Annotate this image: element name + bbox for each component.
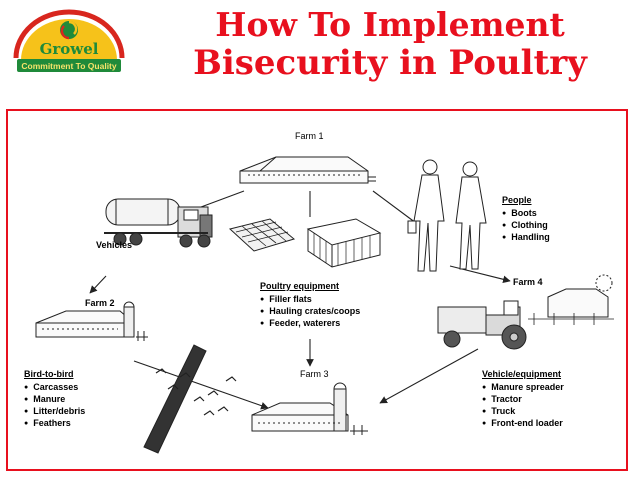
- people-illustration: [407, 159, 487, 272]
- farm2-barn-illustration: [35, 301, 148, 341]
- arrow-vehicles-farm2: [89, 275, 107, 294]
- bird-to-bird-heading: Bird-to-bird: [24, 369, 74, 379]
- logo-brand-text: Growel: [40, 40, 99, 58]
- farm2-label: Farm 2: [85, 298, 115, 308]
- people-item: Boots: [502, 208, 550, 220]
- vehicle-equipment-item: Tractor: [482, 394, 564, 406]
- farm1-label: Farm 1: [295, 131, 324, 141]
- bird-to-bird-item: Feathers: [24, 418, 85, 430]
- title-line-2: Bisecurity in Poultry: [193, 43, 587, 83]
- bird-to-bird-item: Litter/debris: [24, 406, 85, 418]
- logo-tagline-text: Commitment To Quality: [21, 61, 117, 71]
- growel-logo: Growel Commitment To Quality: [8, 6, 130, 76]
- arrow-farm2-farm3: [133, 360, 269, 410]
- bird-to-bird-item: Carcasses: [24, 382, 85, 394]
- tanker-truck-illustration: [104, 198, 213, 248]
- poultry-equipment-item: Feeder, waterers: [260, 318, 360, 330]
- people-item: Handling: [502, 232, 550, 244]
- people-list: Boots Clothing Handling: [502, 208, 550, 244]
- bird-to-bird-item: Manure: [24, 394, 85, 406]
- poultry-equipment-item: Filler flats: [260, 294, 360, 306]
- arrow-farm4-farm3: [379, 348, 479, 404]
- arrow-farm1-people: [372, 190, 417, 224]
- poultry-equipment-item: Hauling crates/coops: [260, 306, 360, 318]
- farm4-tractor-illustration: [437, 274, 614, 350]
- poultry-equipment-heading: Poultry equipment: [260, 281, 340, 291]
- vehicles-label: Vehicles: [96, 240, 133, 250]
- farm3-barn-illustration: [251, 382, 368, 435]
- farm3-label: Farm 3: [300, 369, 329, 379]
- vehicle-equipment-item: Truck: [482, 406, 564, 418]
- swirl-emblem-icon: [60, 20, 78, 40]
- vehicle-equipment-item: Manure spreader: [482, 382, 564, 394]
- farm1-barn-illustration: [239, 156, 376, 184]
- farm4-label: Farm 4: [513, 277, 543, 287]
- people-item: Clothing: [502, 220, 550, 232]
- diagram-illustrations: [35, 156, 614, 454]
- vehicle-equipment-list: Manure spreader Tractor Truck Front-end …: [482, 382, 564, 430]
- poultry-equipment-list: Filler flats Hauling crates/coops Feeder…: [260, 294, 360, 330]
- disease-transmission-diagram: Farm 1 Vehicles Farm 2 Farm 4 Farm 3 Peo…: [6, 109, 628, 471]
- title-line-1: How To Implement: [215, 5, 565, 44]
- vehicle-equipment-item: Front-end loader: [482, 418, 564, 430]
- bird-to-bird-illustration: [143, 344, 237, 454]
- vehicle-equipment-heading: Vehicle/equipment: [482, 369, 562, 379]
- bird-to-bird-list: Carcasses Manure Litter/debris Feathers: [24, 382, 85, 430]
- people-heading: People: [502, 195, 532, 205]
- arrow-people-farm4: [449, 265, 511, 284]
- filler-flats-illustration: [228, 218, 296, 252]
- hauling-crate-illustration: [306, 218, 382, 268]
- slide-title: How To Implement Bisecurity in Poultry: [150, 5, 630, 83]
